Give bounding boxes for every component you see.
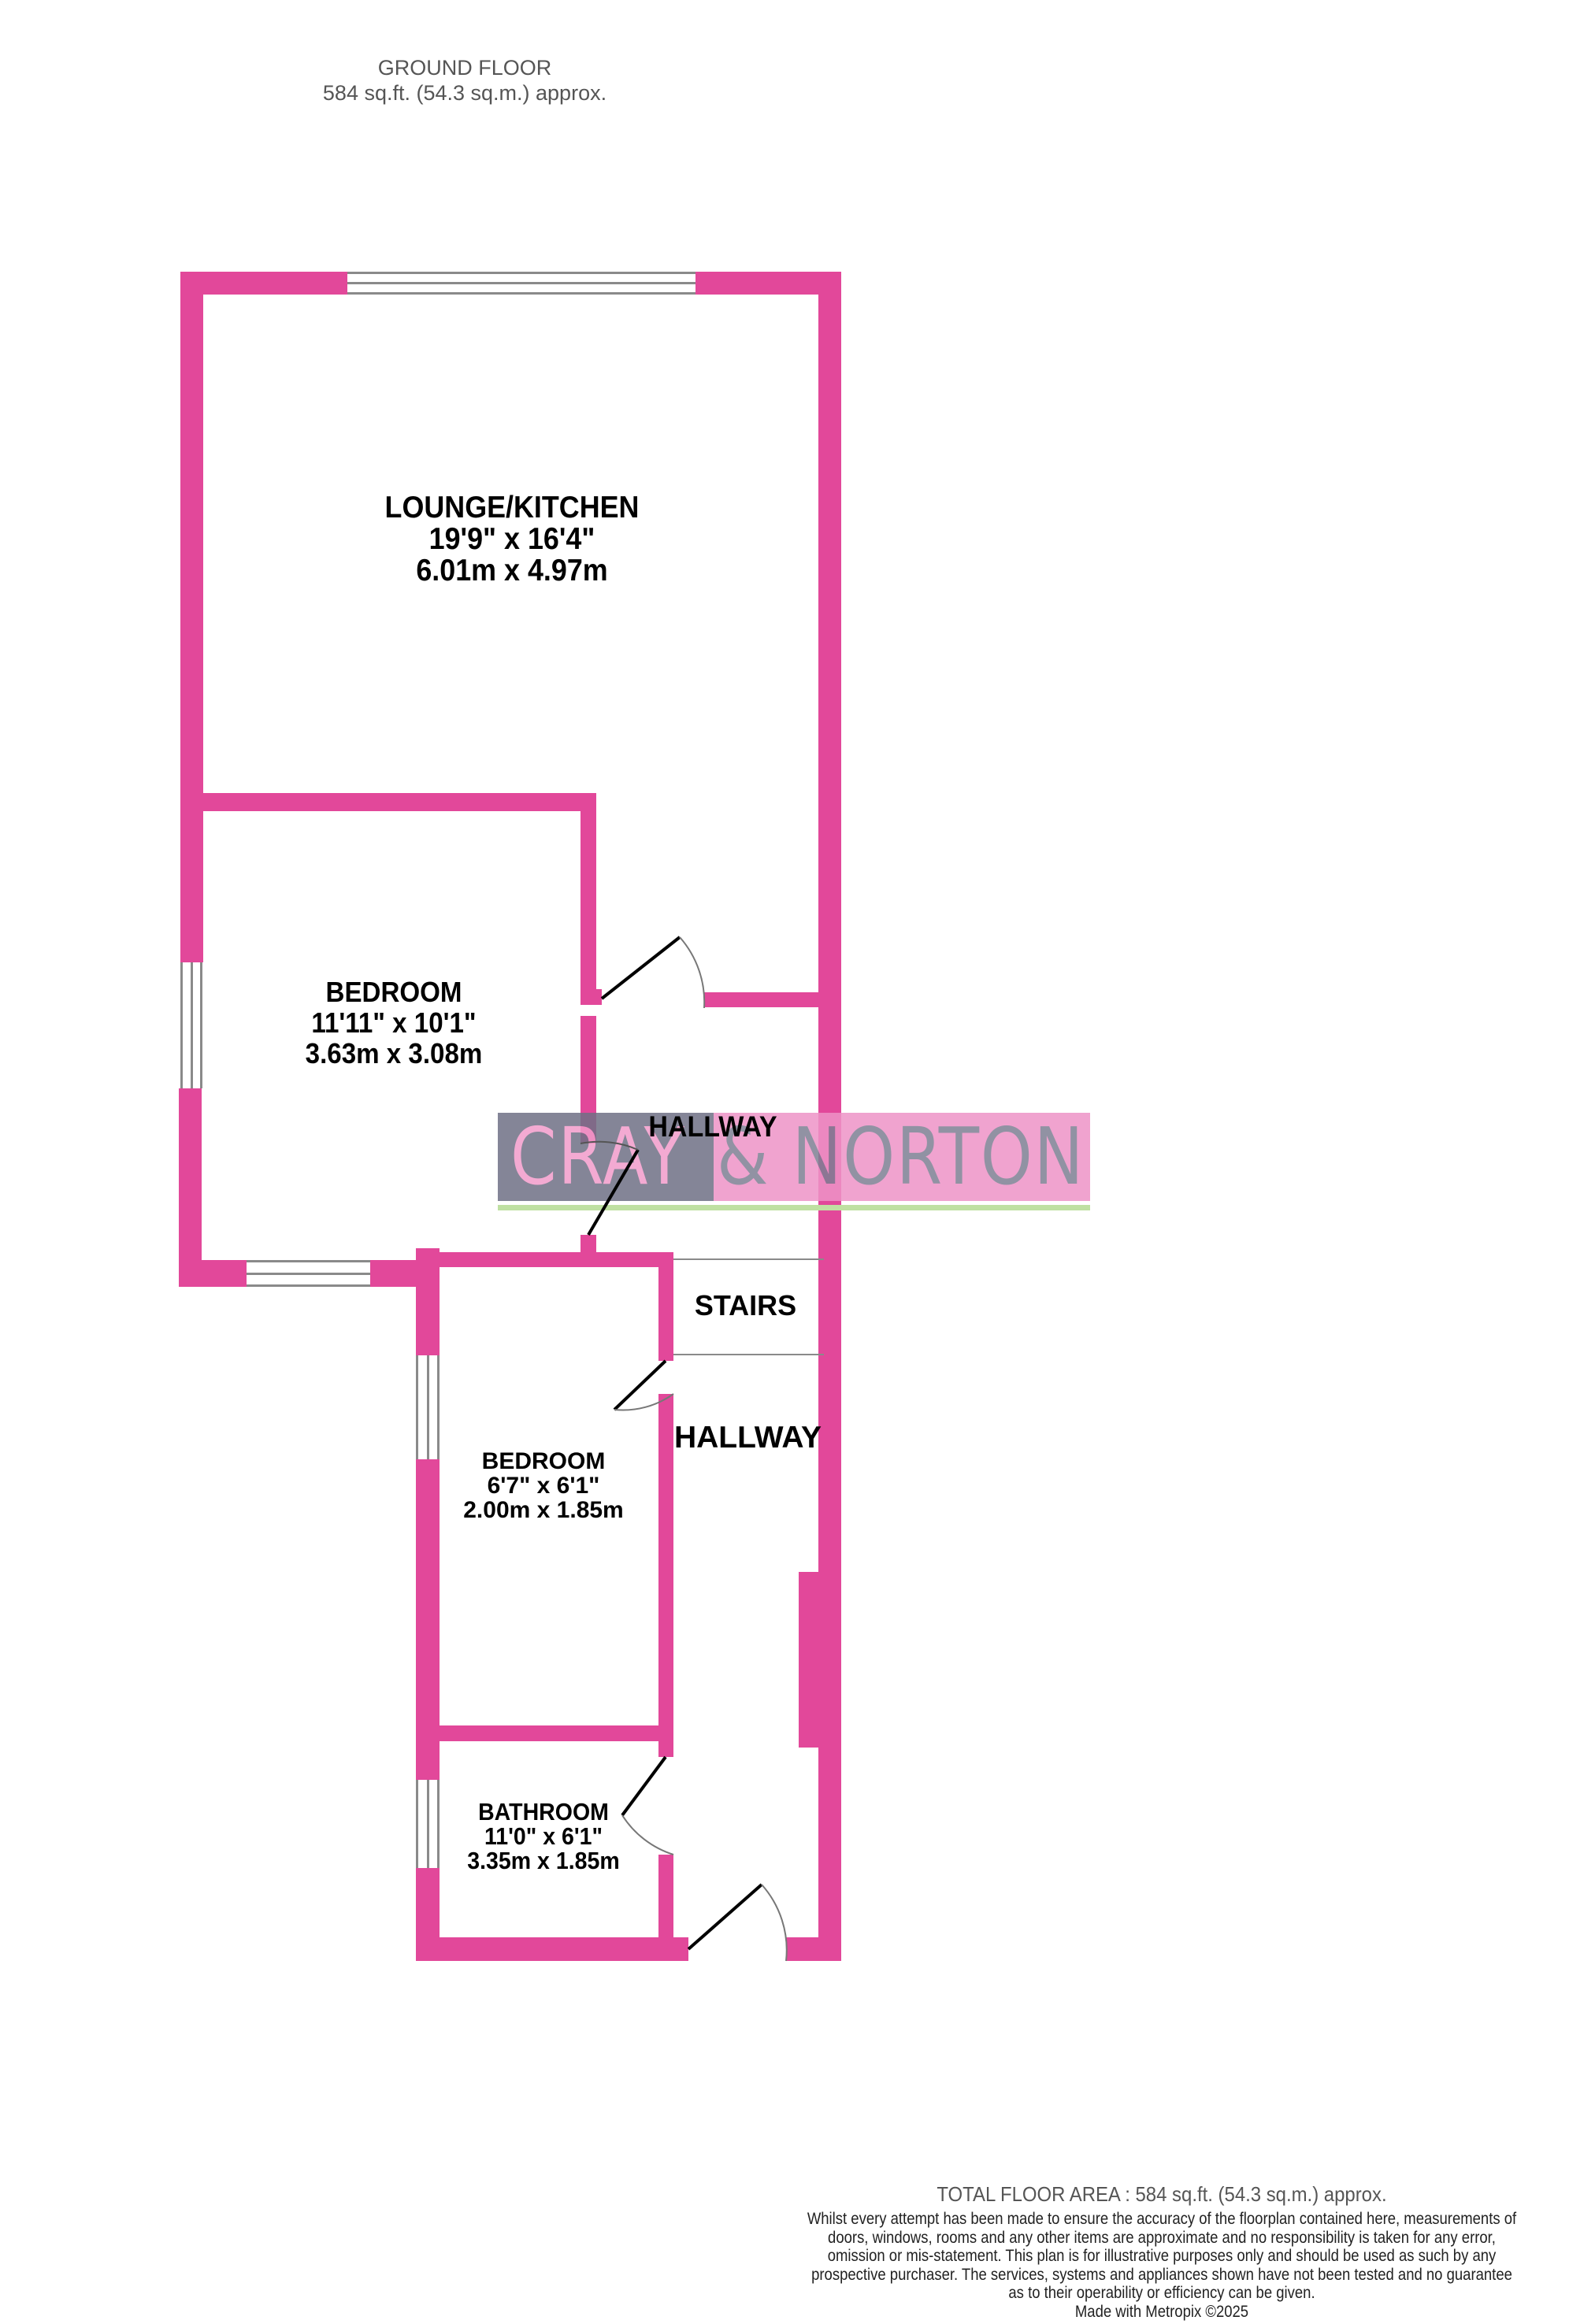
wall-left-lower [179, 1088, 202, 1287]
stairs-line-top [673, 1258, 824, 1260]
agency-logo: CRAY & NORTON [498, 1113, 1090, 1201]
wall-bottom-right [786, 1937, 841, 1961]
label-stairs: STAIRS [694, 1289, 797, 1321]
made-with-credit: Made with Metropix ©2025 [1074, 2301, 1249, 2321]
room-name: BEDROOM [325, 976, 462, 1008]
room-name: BEDROOM [481, 1448, 606, 1474]
room-label-bedroom-2: BEDROOM 6'7" x 6'1" 2.00m x 1.85m [437, 1449, 650, 1522]
room-dim-imperial: 19'9" x 16'4" [428, 522, 595, 556]
wall-top-left [182, 272, 347, 295]
floor-name: GROUND FLOOR [377, 56, 552, 80]
window-bathroom [416, 1780, 440, 1868]
room-dim-metric: 2.00m x 1.85m [463, 1497, 624, 1523]
hallway-cupboard-block [799, 1572, 818, 1748]
label-hallway-upper: HALLWAY [648, 1110, 777, 1143]
window-bedroom-left [180, 962, 202, 1088]
wall-door-stub [581, 989, 602, 1005]
room-dim-metric: 6.01m x 4.97m [416, 554, 608, 587]
floor-area: 584 sq.ft. (54.3 sq.m.) approx. [322, 81, 607, 105]
window-bedroom2 [416, 1355, 440, 1459]
wall-bedroom-bottom-left [179, 1260, 247, 1287]
floor-header: GROUND FLOOR 584 sq.ft. (54.3 sq.m.) app… [299, 55, 630, 106]
room-label-lounge-kitchen: LOUNGE/KITCHEN 19'9" x 16'4" 6.01m x 4.9… [317, 492, 708, 587]
wall-bedroom-right [581, 793, 596, 1000]
wall-bedroom2-left-top [416, 1248, 440, 1355]
stairs-line-bottom [673, 1354, 824, 1355]
wall-top-right [695, 272, 841, 295]
wall-bedroom2-right [658, 1394, 673, 1757]
wall-bottom-left [416, 1937, 688, 1961]
door-front [687, 1883, 788, 1962]
room-dim-imperial: 11'0" x 6'1" [484, 1822, 603, 1850]
room-dim-metric: 3.35m x 1.85m [467, 1847, 620, 1874]
room-dim-imperial: 11'11" x 10'1" [311, 1006, 477, 1039]
wall-bedroom2-top [440, 1252, 673, 1267]
wall-left-upper [180, 272, 203, 962]
room-label-bathroom: BATHROOM 11'0" x 6'1" 3.35m x 1.85m [446, 1800, 641, 1873]
wall-hall-door-stub [581, 1235, 596, 1267]
wall-bedroom2-bathroom-divider [416, 1725, 673, 1741]
door-lounge [600, 936, 706, 1009]
total-floor-area: TOTAL FLOOR AREA : 584 sq.ft. (54.3 sq.m… [937, 2182, 1387, 2206]
window-bedroom-bottom [247, 1260, 370, 1287]
wall-lounge-hall [704, 992, 822, 1007]
label-hallway-lower: HALLWAY [673, 1421, 822, 1455]
footer: TOTAL FLOOR AREA : 584 sq.ft. (54.3 sq.m… [744, 2181, 1579, 2321]
logo-underline [498, 1205, 1090, 1210]
logo-text-norton: & NORTON [717, 1110, 1085, 1203]
wall-bathroom-right [658, 1855, 673, 1945]
wall-bedroom2-right-top [658, 1252, 673, 1361]
room-name: LOUNGE/KITCHEN [384, 491, 640, 524]
room-name: BATHROOM [478, 1798, 609, 1825]
room-dim-metric: 3.63m x 3.08m [305, 1037, 483, 1069]
wall-bedroom-right-lower [581, 1016, 596, 1143]
logo-pink-block [714, 1113, 1090, 1201]
wall-lounge-bedroom-divider [180, 793, 596, 811]
room-dim-imperial: 6'7" x 6'1" [487, 1473, 600, 1499]
room-label-bedroom-1: BEDROOM 11'11" x 10'1" 3.63m x 3.08m [242, 977, 546, 1069]
disclaimer: Whilst every attempt has been made to en… [807, 2209, 1517, 2302]
window-lounge-top [347, 272, 695, 295]
